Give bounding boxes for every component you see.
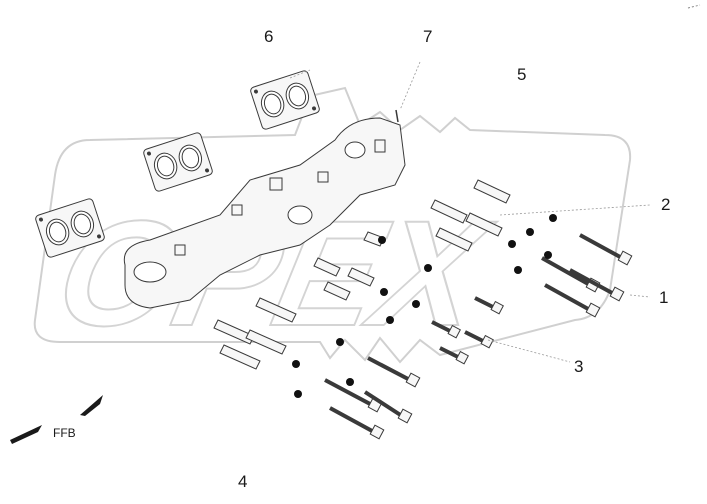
stud [219,344,261,370]
stud [245,329,287,355]
washer [526,228,534,236]
bolt [474,296,504,315]
washer-group [292,214,557,398]
callout-1: 1 [659,288,668,307]
stud [347,267,375,287]
washer [336,338,344,346]
washer [544,251,552,259]
gasket [143,132,213,192]
washer [292,360,300,368]
callout-5: 5 [517,65,526,84]
arrow-large-icon [10,425,42,444]
arrow-small-icon [80,395,103,416]
bolt [367,356,421,388]
washer [346,378,354,386]
direction-indicator: FFB [10,395,103,444]
stud [435,227,473,252]
leader-lines [399,61,651,363]
bolt [431,320,461,339]
washer [549,214,557,222]
bolt [579,233,633,266]
callout-7: 7 [423,27,432,46]
bolt [569,268,625,302]
bolt [363,390,413,424]
stud [465,212,503,237]
stud [313,257,341,277]
stud [323,281,351,301]
washer [294,390,302,398]
callout-4: 4 [238,472,247,491]
washer [424,264,432,272]
stud-group [213,179,511,370]
washer [380,288,388,296]
callout-6: 6 [264,27,273,46]
callout-labels: 1 2 3 4 5 6 7 [238,27,670,491]
bolt [439,346,469,365]
exhaust-manifold [123,109,406,309]
gasket [250,70,320,130]
washer [514,266,522,274]
bolt [544,283,601,318]
callout-2: 2 [661,195,670,214]
washer [386,316,394,324]
watermark: OPEX [33,86,632,364]
stud [430,199,468,224]
gasket [35,198,105,258]
washer [412,300,420,308]
washer [508,240,516,248]
bolt-group [324,233,633,440]
direction-label: FFB [53,426,76,440]
stud [255,297,297,323]
bolt [464,330,494,349]
stud [473,179,511,204]
corner-mark [687,4,701,9]
washer [378,236,386,244]
bolt [329,406,385,440]
gasket-group [35,69,320,258]
callout-3: 3 [574,357,583,376]
stud [213,319,255,345]
